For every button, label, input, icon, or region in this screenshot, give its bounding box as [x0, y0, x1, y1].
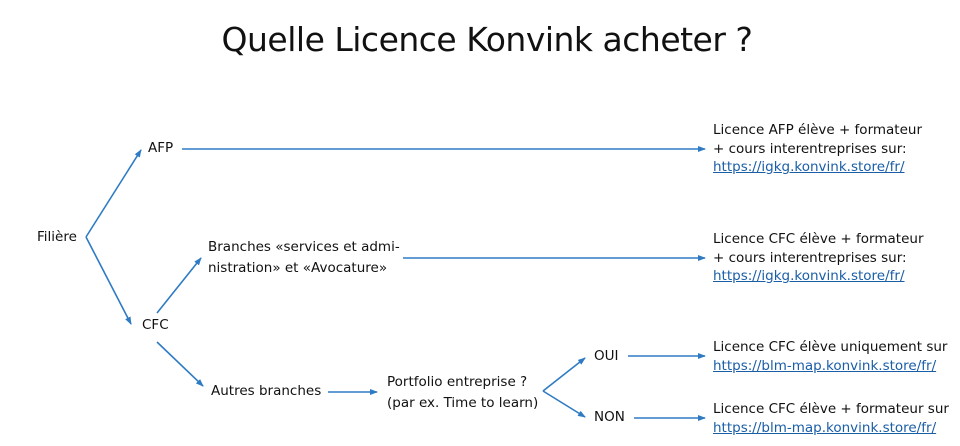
arrow-cfc-autres [156, 341, 204, 387]
result-cfc-services-line2: + cours interentreprises sur: [713, 249, 907, 266]
node-portfolio: Portfolio entreprise ? (par ex. Time to … [387, 372, 538, 414]
result-afp-link[interactable]: https://igkg.konvink.store/fr/ [713, 159, 905, 175]
result-cfc-oui-line1: Licence CFC élève uniquement sur [713, 339, 948, 355]
arrow-filiere-cfc [85, 236, 132, 325]
arrow-portfolio-non [542, 390, 586, 418]
result-cfc-oui: Licence CFC élève uniquement sur https:/… [713, 338, 947, 375]
result-cfc-oui-link[interactable]: https://blm-map.konvink.store/fr/ [713, 357, 937, 374]
node-afp: AFP [148, 140, 174, 156]
node-branches-services: Branches «services et admi- nistration» … [208, 237, 400, 279]
node-autres-branches: Autres branches [211, 383, 322, 399]
node-oui: OUI [594, 348, 619, 364]
arrow-cfc-branches [156, 257, 202, 314]
node-branches-services-line1: Branches «services et admi- [208, 239, 400, 255]
result-afp-line2: + cours interentreprises sur: [713, 140, 907, 157]
node-branches-services-line2: nistration» et «Avocature» [208, 260, 388, 276]
result-afp-line1: Licence AFP élève + formateur [713, 122, 923, 138]
result-cfc-non-link[interactable]: https://blm-map.konvink.store/fr/ [713, 419, 937, 436]
result-cfc-services: Licence CFC élève + formateur + cours in… [713, 230, 924, 286]
node-filiere: Filière [37, 229, 77, 245]
node-portfolio-line2: (par ex. Time to learn) [387, 395, 539, 411]
node-non: NON [594, 409, 625, 425]
result-cfc-non-line1: Licence CFC élève + formateur sur [713, 401, 949, 417]
page-title: Quelle Licence Konvink acheter ? [0, 20, 960, 59]
node-portfolio-line1: Portfolio entreprise ? [387, 374, 528, 390]
result-cfc-non: Licence CFC élève + formateur sur https:… [713, 400, 949, 437]
result-cfc-services-link[interactable]: https://igkg.konvink.store/fr/ [713, 268, 905, 284]
arrow-portfolio-oui [542, 357, 586, 392]
result-cfc-services-line1: Licence CFC élève + formateur [713, 231, 924, 247]
page-title-text: Quelle Licence Konvink acheter ? [221, 20, 753, 59]
arrow-filiere-afp [85, 149, 142, 238]
result-afp: Licence AFP élève + formateur + cours in… [713, 121, 922, 177]
node-cfc: CFC [142, 317, 169, 333]
